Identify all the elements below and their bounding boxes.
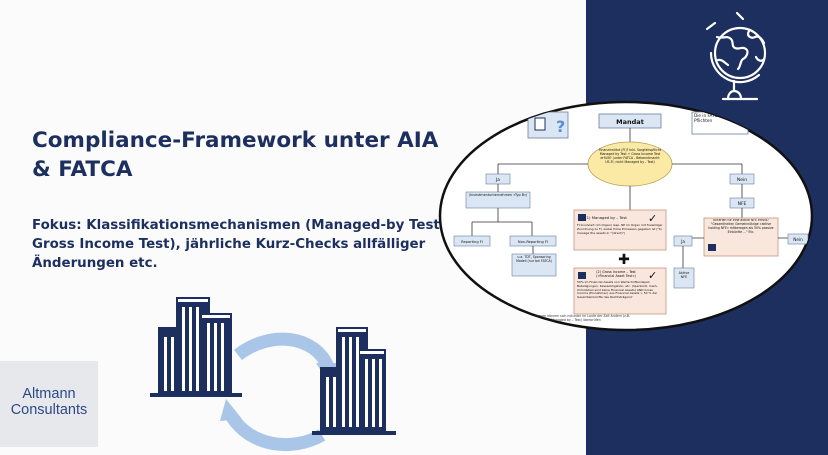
- sponsoring-model-box: [511, 253, 557, 277]
- mandat-label: Mandat: [616, 118, 644, 126]
- nfe-label: NFE: [738, 201, 747, 207]
- right-ja-label: Ja: [680, 239, 685, 244]
- logo-wordmark: Altmann Consultants: [0, 386, 98, 418]
- right-nein-label: Nein: [737, 177, 747, 183]
- investment-entity-text: (Investmentunternehmen »Typ B«): [468, 193, 528, 197]
- clipboard-icon: [534, 117, 546, 131]
- right-nein2-label: Nein: [793, 237, 803, 242]
- plus-icon: ✚: [618, 252, 630, 268]
- buildings-illustration: [150, 297, 396, 452]
- cycle-arrow-bottom-head: [220, 399, 242, 421]
- question-icon: ?: [556, 117, 565, 136]
- active-nfe-criteria-text: Kriterien für eine aktive NFE erfüllt? "…: [708, 219, 774, 234]
- cycle-arrow-top-icon: [234, 332, 335, 370]
- right-building-icon: [312, 327, 396, 435]
- gross-income-test-text: 50% im Financial Assets von Wertschrifte…: [577, 281, 658, 300]
- bank-icon: [578, 214, 586, 221]
- top-right-note: Die in FATCA und weitere Pflichten: [694, 113, 747, 123]
- right-nein2-box: [787, 233, 809, 245]
- check-icon-2: ✓: [648, 269, 657, 282]
- classification-diagram: ? Mandat Die in FATCA und weitere Pflich…: [438, 100, 814, 332]
- reporting-fi-label: Reporting FI: [461, 240, 483, 244]
- managed-by-test-box: [573, 209, 667, 251]
- logo-line-1: Altmann: [22, 386, 76, 402]
- active-nfe-box: [673, 267, 695, 289]
- slide-title: Compliance-Framework unter AIA & FATCA: [32, 128, 439, 182]
- company-logo: Altmann Consultants: [0, 361, 98, 447]
- gross-income-test-label: (2) Gross Income – Test (»Financial Asse…: [596, 270, 636, 278]
- bank-icon-3: [708, 244, 716, 251]
- bottom-note: Organisationen können sich mitunter im L…: [521, 314, 631, 322]
- check-icon-1: ✓: [648, 212, 657, 225]
- managed-by-test-label: (1) Managed by – Test: [585, 215, 627, 220]
- center-node-text: Finanzinstitut (FI)? Inkl. Sorgfaltspfli…: [598, 148, 662, 164]
- reporting-fi-box: [453, 235, 491, 247]
- sponsoring-model-text: u.a. TDT, Sponsoring Modell (nur bei FAT…: [516, 255, 552, 263]
- non-reporting-fi-label: Non-Reporting FI: [518, 240, 548, 244]
- slide-subtitle: Fokus: Klassifikationsmechanismen (Manag…: [32, 218, 445, 271]
- managed-by-test-text: FI involviert (im Organ) resp. NP im Org…: [577, 224, 663, 235]
- globe-icon: [705, 11, 767, 101]
- logo-line-2: Consultants: [10, 402, 88, 418]
- active-nfe-criteria-box: [703, 217, 779, 257]
- bank-icon-2: [578, 272, 586, 279]
- gross-income-test-box: [573, 267, 667, 315]
- cycle-arrow-bottom-icon: [226, 413, 326, 452]
- left-ja-label: Ja: [495, 177, 500, 183]
- active-nfe-label: Aktive NFE: [678, 271, 690, 280]
